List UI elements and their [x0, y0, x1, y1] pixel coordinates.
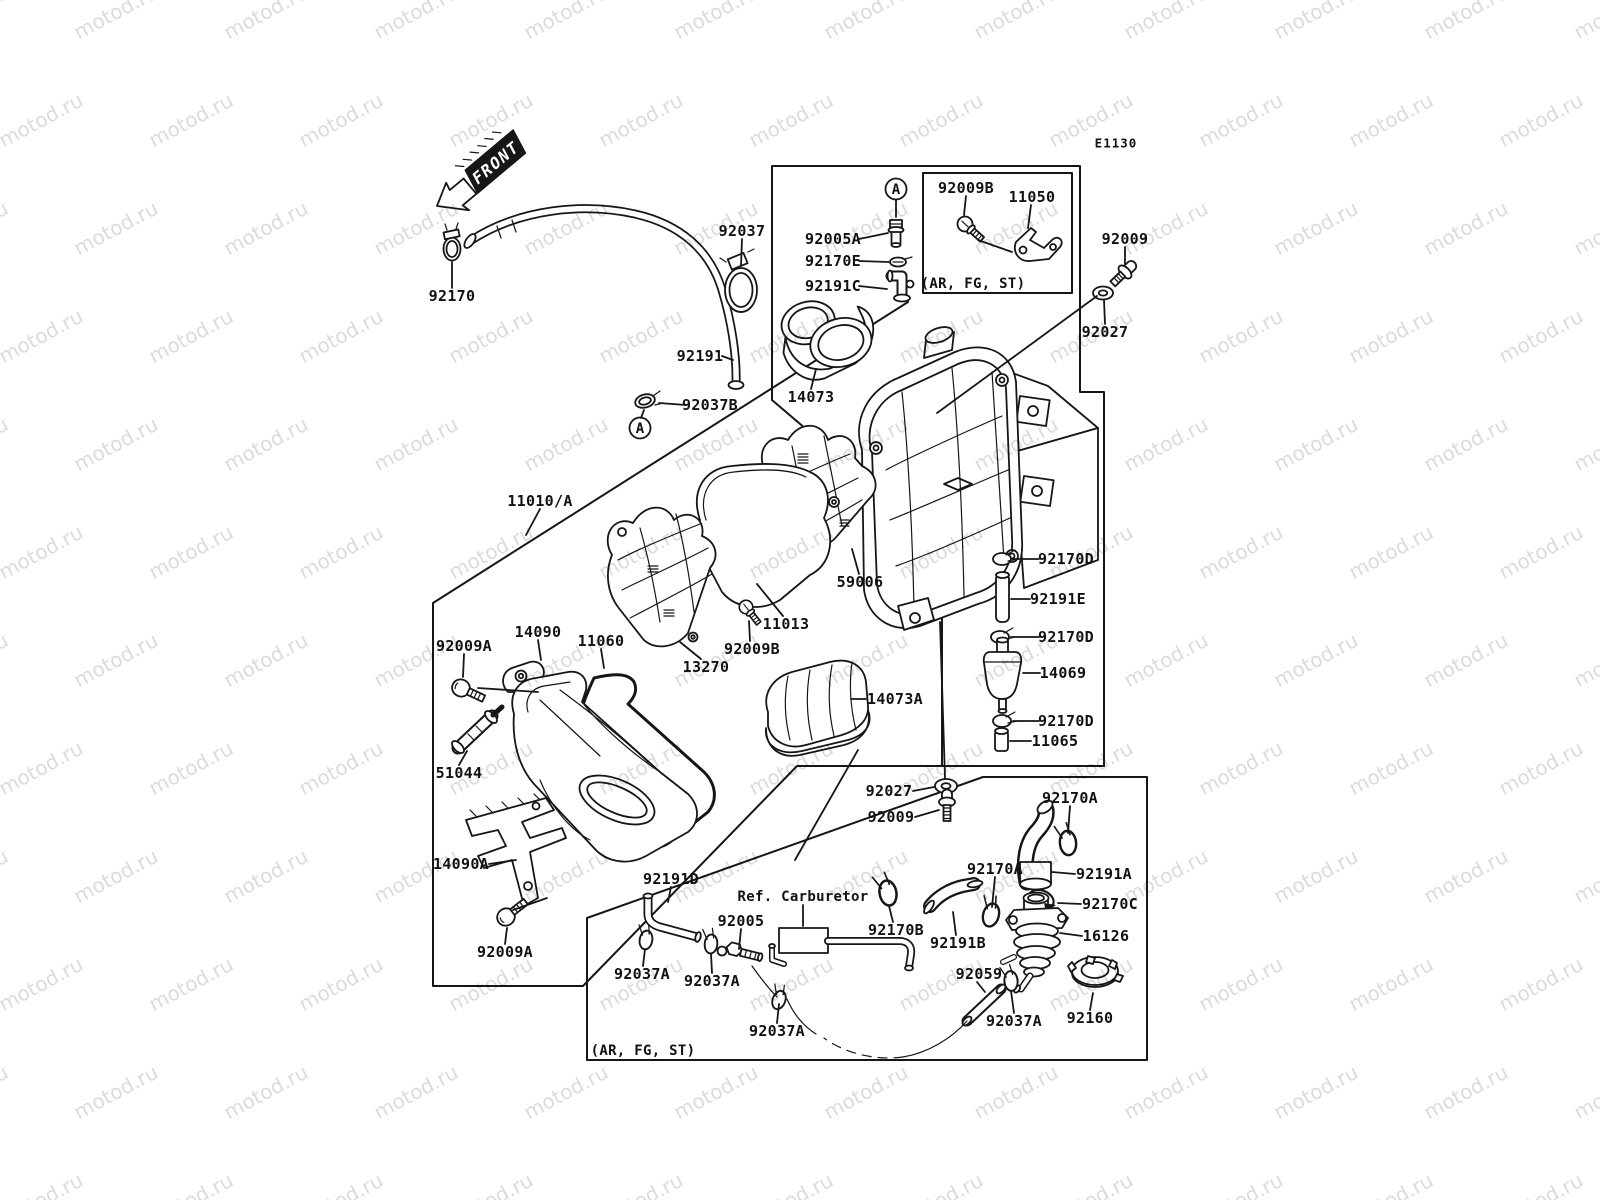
screw-92009b-2	[738, 599, 762, 626]
clip-92170e	[889, 256, 913, 268]
clamp-92037b	[634, 390, 664, 409]
marker-a-top: A	[884, 177, 908, 201]
housing-body	[858, 326, 1099, 631]
hose-92191b	[923, 877, 984, 915]
filter-14069	[982, 636, 1023, 714]
pipe-92191d	[642, 892, 702, 943]
plug-51044	[451, 704, 505, 755]
ring-nut-92160	[1067, 955, 1124, 988]
clamp-92037a-1	[638, 923, 654, 951]
clamp-92170a-2	[981, 894, 1001, 928]
filter-foam-11013	[695, 463, 832, 608]
valve-16126	[1000, 891, 1069, 994]
screw-92009b-top	[956, 215, 985, 243]
elbow-92191c	[885, 269, 915, 303]
bracket-14090a	[465, 793, 567, 907]
hose-92191	[463, 204, 745, 390]
screw-92009a-2	[496, 897, 529, 927]
washer-92027-top	[1092, 285, 1114, 301]
clamp-92037	[719, 248, 758, 313]
fitting-92005	[716, 941, 778, 998]
marker-a-mid: A	[628, 416, 652, 440]
svg-text:A: A	[636, 421, 645, 437]
front-arrow: FRONT	[436, 128, 527, 212]
ref-carburetor-block	[768, 927, 916, 972]
svg-text:A: A	[892, 182, 901, 198]
case-14090	[502, 660, 698, 863]
clamp-92170a-1	[1053, 822, 1078, 857]
bracket-11050	[1014, 227, 1063, 262]
clamp-92037a-2	[702, 927, 719, 955]
screw-92009a-1	[451, 678, 487, 703]
fitting-92005a	[887, 219, 905, 248]
bolt-92009-bottom	[938, 788, 956, 822]
clamp-92170	[442, 222, 462, 262]
hose-92191a	[1016, 799, 1055, 891]
drain-tube-92059	[786, 983, 1007, 1059]
duct-14073	[780, 300, 875, 381]
clamp-92170b	[871, 871, 898, 907]
clamp-92170d-3	[992, 711, 1018, 728]
duct-14073a	[765, 659, 871, 757]
bolt-92009-top	[1109, 260, 1138, 288]
leader-lines	[451, 195, 1126, 1024]
clamp-92037a-4	[999, 963, 1019, 992]
tube-92191e	[995, 571, 1010, 623]
cap-11065	[994, 727, 1009, 752]
filter-frame-13270	[606, 506, 717, 648]
